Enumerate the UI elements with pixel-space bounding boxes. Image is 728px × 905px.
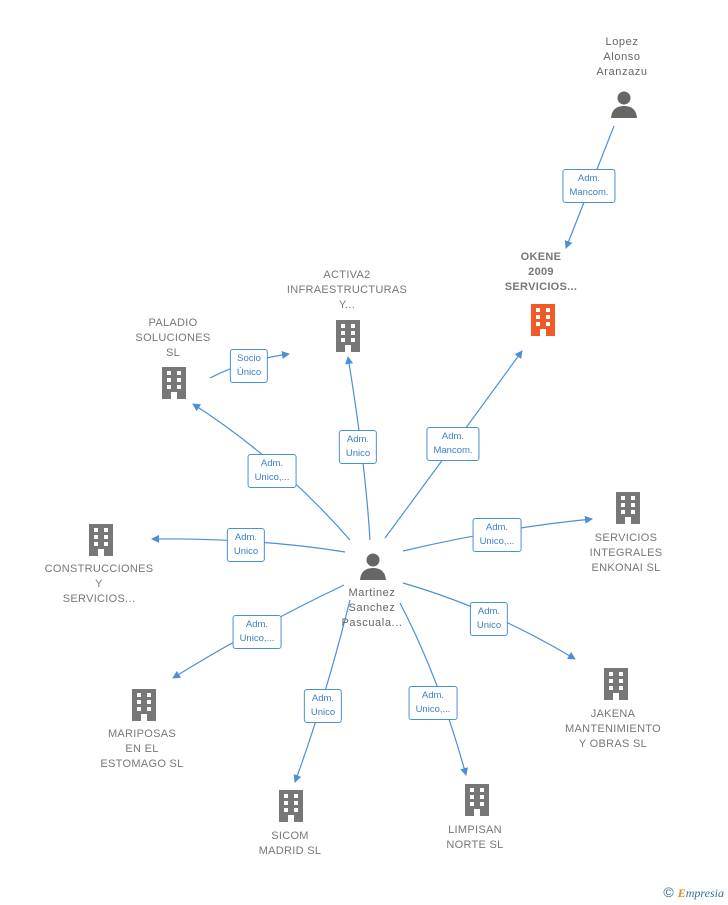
relation-label-center-sicom[interactable]: Adm. Unico: [303, 689, 343, 723]
relation-label-center-jakena[interactable]: Adm. Unico: [469, 602, 509, 636]
company-node-limpisan[interactable]: LIMPISAN NORTE SL: [446, 823, 503, 853]
company-name: MARIPOSAS EN EL ESTOMAGO SL: [100, 728, 184, 770]
relation-label-center-okene[interactable]: Adm. Mancom.: [426, 427, 480, 461]
person-name: Lopez Alonso Aranzazu: [596, 36, 648, 78]
building-icon: [531, 304, 555, 336]
copyright-icon: ©: [663, 884, 674, 900]
company-node-jakena[interactable]: JAKENA MANTENIMIENTO Y OBRAS SL: [565, 707, 661, 752]
building-icon: [616, 492, 640, 524]
building-icon: [336, 320, 360, 352]
building-icon: [132, 689, 156, 721]
building-icon: [279, 790, 303, 822]
person-name: Martinez Sanchez Pascuala...: [341, 587, 403, 629]
company-node-paladio[interactable]: PALADIO SOLUCIONES SL: [135, 316, 210, 361]
company-name: SICOM MADRID SL: [258, 830, 322, 857]
company-node-sicom[interactable]: SICOM MADRID SL: [259, 829, 322, 859]
company-node-construcciones[interactable]: CONSTRUCCIONES Y SERVICIOS...: [45, 562, 154, 607]
company-name: OKENE 2009 SERVICIOS...: [504, 251, 578, 293]
company-node-activa2[interactable]: ACTIVA2 INFRAESTRUCTURAS Y...: [287, 268, 407, 313]
person-icon: [611, 91, 637, 118]
company-node-enkonai[interactable]: SERVICIOS INTEGRALES ENKONAI SL: [590, 531, 663, 576]
relation-label-center-construcciones[interactable]: Adm. Unico: [226, 528, 266, 562]
company-name: ACTIVA2 INFRAESTRUCTURAS Y...: [286, 269, 408, 311]
company-name: SERVICIOS INTEGRALES ENKONAI SL: [589, 532, 663, 574]
brand-name: mpresia: [685, 886, 724, 900]
relation-label-paladio-activa2[interactable]: Socio Único: [229, 349, 269, 383]
company-name: JAKENA MANTENIMIENTO Y OBRAS SL: [565, 708, 661, 750]
brand-footer[interactable]: ©Empresia: [663, 884, 724, 901]
brand-initial: E: [677, 886, 686, 900]
person-node-martinez[interactable]: Martinez Sanchez Pascuala...: [341, 586, 402, 631]
person-icon: [360, 553, 386, 580]
company-name: CONSTRUCCIONES Y SERVICIOS...: [44, 563, 154, 605]
company-name: LIMPISAN NORTE SL: [446, 824, 504, 851]
relation-label-center-paladio[interactable]: Adm. Unico,...: [247, 454, 297, 488]
company-name: PALADIO SOLUCIONES SL: [135, 317, 211, 359]
building-icon: [162, 367, 186, 399]
building-icon: [604, 668, 628, 700]
relation-label-lopez-okene[interactable]: Adm. Mancom.: [562, 169, 616, 203]
person-node-lopez[interactable]: Lopez Alonso Aranzazu: [596, 35, 647, 80]
building-icon: [465, 784, 489, 816]
company-node-okene[interactable]: OKENE 2009 SERVICIOS...: [505, 250, 577, 295]
edge-center-limpisan: [399, 602, 469, 776]
relation-label-center-limpisan[interactable]: Adm. Unico,...: [408, 686, 458, 720]
relation-label-center-activa2[interactable]: Adm. Unico: [338, 430, 378, 464]
building-icon: [89, 524, 113, 556]
company-node-mariposas[interactable]: MARIPOSAS EN EL ESTOMAGO SL: [100, 727, 183, 772]
relation-label-center-mariposas[interactable]: Adm. Unico,...: [232, 615, 282, 649]
relation-label-center-enkonai[interactable]: Adm. Unico,...: [472, 518, 522, 552]
